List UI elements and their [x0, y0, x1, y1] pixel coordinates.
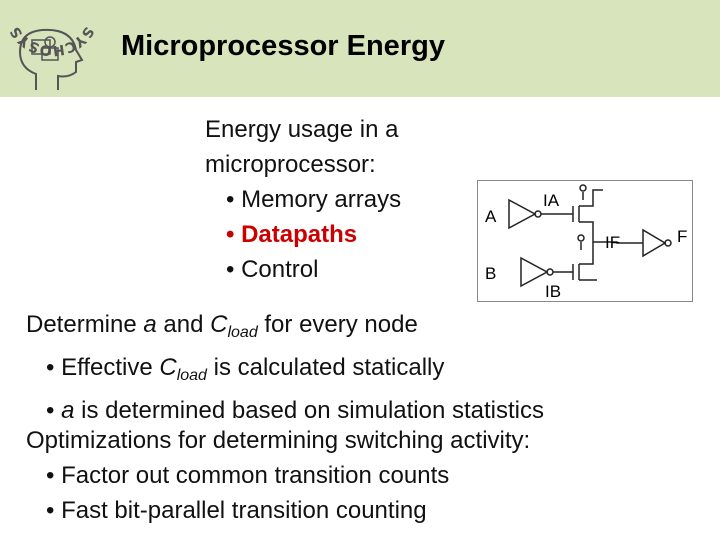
section-optimizations: Optimizations for determining switching …	[26, 423, 530, 528]
bullet-datapaths: • Datapaths	[226, 221, 358, 248]
label-b: B	[485, 264, 496, 283]
inverter-b-icon	[520, 256, 549, 288]
label-if: IF	[605, 233, 620, 252]
label-ib: IB	[545, 282, 561, 301]
datapath-circuit-diagram: A IA B IB IF F	[477, 180, 693, 302]
bullet-factor-out: • Factor out common transition counts	[46, 462, 450, 489]
determine-heading: Determine a and Cload for every node	[26, 311, 418, 341]
page-title: Microprocessor Energy	[121, 30, 445, 62]
bullet-memory-arrays: • Memory arrays	[226, 186, 402, 213]
label-f: F	[677, 227, 687, 246]
intro-line-2: microprocessor:	[205, 151, 376, 178]
intro-text: Energy usage in a microprocessor: • Memo…	[205, 112, 401, 287]
bullet-control: • Control	[226, 256, 319, 283]
label-a: A	[485, 207, 497, 226]
bullet-bit-parallel: • Fast bit-parallel transition counting	[46, 497, 427, 524]
label-ia: IA	[543, 191, 560, 210]
circuit-frame	[477, 180, 693, 302]
bullet-a-determined: • a is determined based on simulation st…	[46, 397, 544, 424]
bullet-effective-cload: • Effective Cload is calculated statical…	[46, 354, 445, 384]
psychosys-head-logo-icon: SYCHOSYS	[7, 24, 94, 90]
inverter-a-icon	[508, 198, 537, 230]
section-determine: Determine a and Cload for every node • E…	[26, 307, 544, 428]
title-band: SYCHOSYS Microprocessor Energy	[0, 0, 720, 97]
intro-line-1: Energy usage in a	[205, 116, 399, 143]
optimizations-heading: Optimizations for determining switching …	[26, 427, 531, 454]
